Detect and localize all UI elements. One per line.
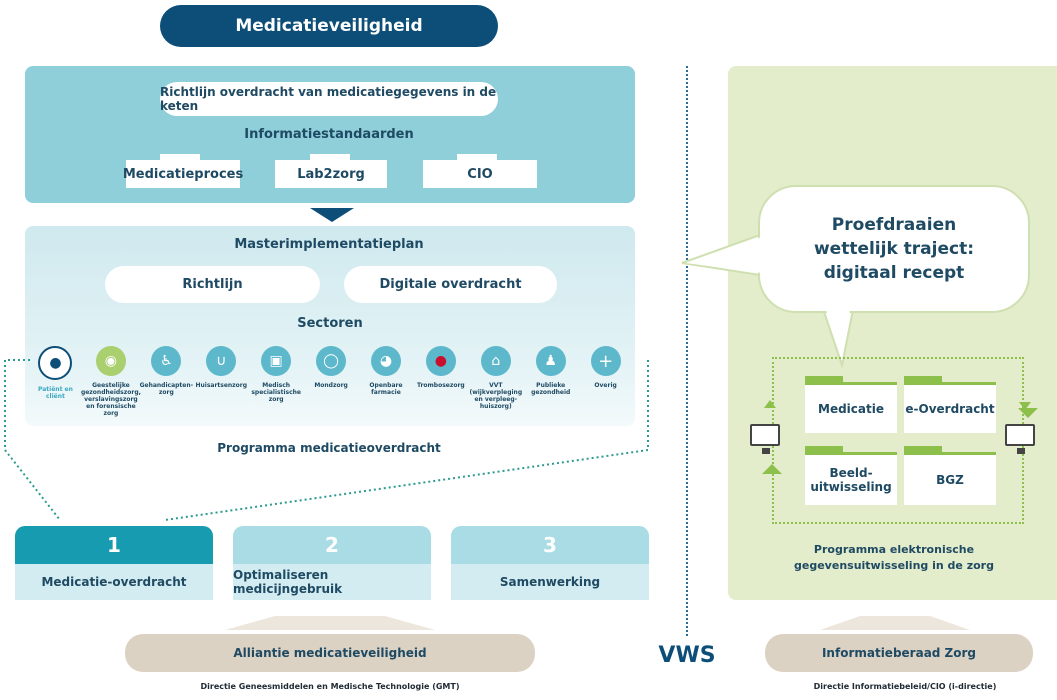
computer-icon — [750, 424, 780, 446]
pill-digitale-overdracht: Digitale overdracht — [344, 266, 557, 303]
alliance-pill: Alliantie medicatieveiligheid — [125, 634, 535, 672]
sector-item: ● Trombosezorg — [413, 346, 468, 426]
mip-heading: Masterimplementatieplan — [234, 236, 424, 252]
arrow-down-icon — [1019, 402, 1031, 410]
council-roof — [820, 616, 970, 630]
sector-item: ⌂ VVT (wijkverpleging en verpleeg-huiszo… — [468, 346, 523, 426]
sector-item: ◉ Geestelijke gezondheidszorg, verslavin… — [81, 346, 141, 426]
standard-cio: CIO — [423, 160, 537, 188]
council-pill: Informatieberaad Zorg — [765, 634, 1033, 672]
right-panel — [728, 66, 1057, 600]
right-program-label: Programma elektronische gegevensuitwisse… — [794, 543, 994, 572]
plus-icon: + — [590, 346, 621, 376]
program-1-number: 1 — [15, 526, 213, 564]
alliance-roof — [225, 616, 435, 630]
mortar-icon: ◕ — [370, 346, 401, 376]
sectors-row: ● Patiënt en cliënt ◉ Geestelijke gezond… — [28, 346, 633, 426]
program-label: Programma medicatieoverdracht — [217, 441, 441, 455]
folder-medicatie: Medicatie — [805, 385, 897, 433]
tooth-icon: ◯ — [316, 346, 347, 376]
folder-e-overdracht: e-Overdracht — [904, 385, 996, 433]
council-caption: Directie Informatiebeleid/CIO (i-directi… — [813, 682, 997, 691]
sector-item: ♿ Gehandicapten-zorg — [139, 346, 194, 426]
program-1-label: Medicatie-overdracht — [15, 564, 213, 600]
sectors-heading: Sectoren — [297, 315, 363, 331]
bubble-tail-fill — [686, 237, 852, 361]
arrow-down-icon — [1018, 408, 1038, 418]
sector-item: ◯ Mondzorg — [304, 346, 359, 426]
computer-icon — [1005, 424, 1035, 446]
down-arrow-icon — [310, 208, 354, 222]
sector-item: ♟ Publieke gezondheid — [523, 346, 578, 426]
funnel-lines — [4, 359, 649, 521]
program-2-label: Optimaliseren medicijngebruik — [233, 564, 431, 600]
hospital-icon: ▣ — [261, 346, 292, 376]
pill-richtlijn: Richtlijn — [105, 266, 320, 303]
guideline-pill: Richtlijn overdracht van medicatiegegeve… — [160, 82, 498, 116]
implementation-panel — [25, 226, 635, 426]
sector-item: ● Patiënt en cliënt — [28, 346, 83, 426]
sector-item: ▣ Medisch specialistische zorg — [249, 346, 304, 426]
bubble-text: Proefdraaien wettelijk traject: digitaal… — [813, 215, 975, 283]
program-3-label: Samenwerking — [451, 564, 649, 600]
sector-item: ∪ Huisartsenzorg — [194, 346, 249, 426]
people-icon: ● — [38, 346, 73, 380]
sector-item: ◕ Openbare farmacie — [359, 346, 414, 426]
alliance-caption: Directie Geneesmiddelen en Medische Tech… — [200, 682, 460, 691]
standards-heading: Informatiestandaarden — [244, 126, 414, 142]
program-3-number: 3 — [451, 526, 649, 564]
standard-lab2zorg: Lab2zorg — [275, 160, 387, 188]
family-icon: ♟ — [535, 346, 566, 376]
vws-label: VWS — [658, 642, 716, 668]
wheelchair-icon: ♿ — [151, 346, 182, 376]
arrow-up-icon — [764, 400, 776, 408]
folder-bgz: BGZ — [904, 455, 996, 505]
head-icon: ◉ — [95, 346, 126, 376]
blood-drop-icon: ● — [425, 346, 456, 376]
sector-item: + Overig — [578, 346, 633, 426]
folder-beelduitwisseling: Beeld-uitwisseling — [805, 455, 897, 505]
page-title: Medicatieveiligheid — [160, 5, 498, 47]
divider — [686, 66, 688, 636]
arrow-up-icon — [762, 464, 782, 474]
standard-medicatieproces: Medicatieproces — [123, 160, 243, 188]
house-icon: ⌂ — [480, 346, 511, 376]
stethoscope-icon: ∪ — [206, 346, 237, 376]
speech-bubble — [758, 185, 1030, 313]
program-2-number: 2 — [233, 526, 431, 564]
